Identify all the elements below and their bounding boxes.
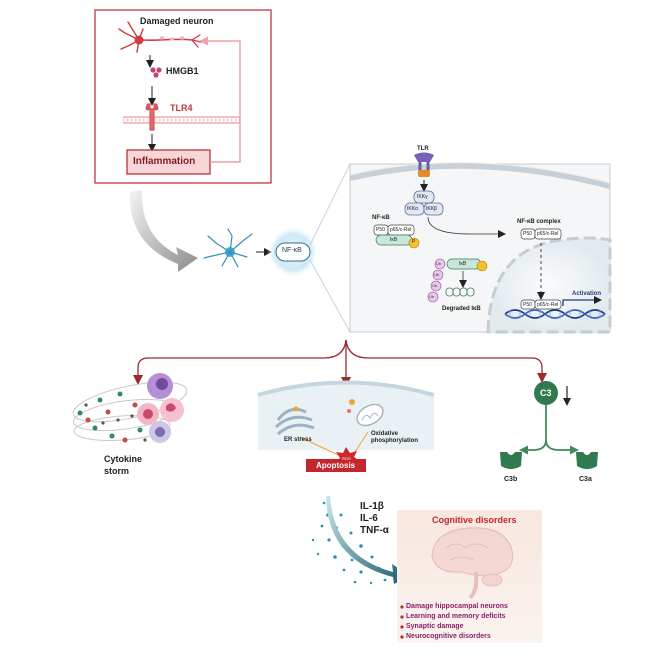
tlr4-label: TLR4: [170, 103, 193, 113]
ub-label-2: Ub: [434, 272, 440, 277]
c3b-icon: [500, 452, 522, 469]
ikka-label: IKKα: [407, 206, 418, 212]
tnfa-label: TNF-α: [360, 525, 389, 536]
feedback-arrow: [199, 36, 241, 163]
c3-circle: [534, 381, 558, 405]
activation-label: Activation: [572, 291, 602, 297]
hmgb1-icon: [150, 67, 162, 78]
p65-dna-label: p65/c-Rel: [537, 302, 559, 308]
nfkb-capsule: [275, 242, 311, 262]
ub-icon-2: [432, 269, 444, 281]
ikk-complex: [404, 190, 444, 216]
il1b-label: IL-1β: [360, 501, 384, 512]
damaged-neuron-label: Damaged neuron: [140, 16, 214, 26]
phospho-icon: [408, 237, 420, 249]
cognitive-item-1: Damage hippocampal neurons: [406, 603, 508, 610]
il6-label: IL-6: [360, 513, 378, 524]
degraded-ikb-label: Degraded IκB: [442, 306, 481, 312]
dna-icon: [504, 309, 606, 319]
nucleus: [486, 236, 612, 334]
cognitive-item-3: Synaptic damage: [406, 623, 464, 630]
apoptosis-panel: [257, 380, 435, 472]
er-stress-label: ER stress: [284, 437, 312, 443]
ikkb-box: [423, 202, 444, 216]
ros-label: ROS: [342, 456, 351, 461]
nfkb-active-complex: [520, 228, 562, 240]
membrane-icon: [123, 116, 240, 124]
activation-arrow: [562, 296, 602, 306]
ikky-label: IKKγ: [417, 194, 428, 200]
tlr-receptor-icon: [414, 152, 434, 177]
inflammation-label: Inflammation: [133, 156, 196, 167]
apoptosis-label-box: [306, 459, 366, 472]
oxidative-label-1: Oxidative: [371, 431, 399, 437]
nfkb-ikb-complex: [373, 224, 420, 249]
ikky-box: [413, 190, 435, 204]
microglia-icon: [203, 228, 253, 268]
complement-c3-panel: [500, 381, 598, 469]
zoom-line-bottom: [309, 259, 351, 333]
oxidative-label-2: phosphorylation: [371, 438, 418, 444]
nfkb-pathway-panel: [349, 152, 612, 334]
brain-icon: [431, 527, 514, 600]
cognitive-disorders-panel: [397, 510, 542, 643]
apoptosis-cell-bg: [258, 382, 434, 450]
mitochondria-icon: [347, 399, 384, 427]
ubiquitinated-ikb: [427, 258, 488, 303]
nfkb-on-dna-p65: [534, 299, 562, 310]
p50-dna-label: P50: [523, 302, 532, 308]
phospho-label: P: [412, 239, 416, 245]
ub-icon-4: [427, 291, 439, 303]
c3-label: C3: [540, 388, 552, 398]
ikb-ub-label: IκB: [459, 261, 467, 267]
p50-label: P50: [376, 227, 385, 233]
grey-curved-arrow: [129, 190, 198, 272]
ikb-label: IκB: [390, 237, 398, 243]
hmgb1-label: HMGB1: [166, 66, 199, 76]
cytokine-storm-label-1: Cytokine: [104, 454, 143, 464]
p65-active-label: p65/c-Rel: [537, 231, 559, 237]
ikkb-label: IKKβ: [426, 206, 437, 212]
tlr4-receptor-icon: [145, 103, 159, 131]
er-icon: [274, 406, 315, 436]
nfkb-inactive-label: NF-κB: [372, 215, 390, 221]
c3a-icon: [576, 452, 598, 469]
inflammation-box: [126, 149, 211, 175]
bullet-dots: [400, 605, 404, 639]
tlr-label: TLR: [417, 146, 429, 152]
ub-label-1: Ub: [436, 261, 442, 266]
degraded-ikb-icon: [445, 287, 475, 297]
branch-arrows: [133, 339, 547, 387]
zoom-line-top: [309, 163, 351, 246]
ub-icon-3: [430, 280, 442, 292]
ub-icon-1: [434, 258, 446, 270]
cytokine-storm-illustration: [72, 373, 188, 443]
cognitive-item-2: Learning and memory deficits: [406, 613, 506, 620]
ub-label-3: Ub: [432, 283, 438, 288]
hmgb1-tlr4-panel: [94, 9, 272, 184]
ub-label-4: Ub: [429, 294, 435, 299]
cell-membrane: [349, 162, 611, 189]
cytokine-storm-label-2: storm: [104, 466, 130, 476]
p65-label: p65/c-Rel: [390, 227, 412, 233]
apoptosis-label: Apoptosis: [316, 461, 356, 470]
nfkb-complex-label: NF-κB complex: [517, 219, 561, 225]
cognitive-title: Cognitive disorders: [432, 515, 517, 525]
p65-active: [534, 228, 562, 240]
cognitive-item-4: Neurocognitive disorders: [406, 633, 491, 640]
arrow-to-nfkb-complex: [427, 216, 506, 238]
c3a-label: C3a: [579, 476, 592, 483]
damaged-neuron-icon: [118, 21, 202, 53]
nfkb-capsule-label: NF-κB: [282, 247, 302, 254]
p50-active-label: P50: [523, 231, 532, 237]
c3b-label: C3b: [504, 476, 518, 483]
